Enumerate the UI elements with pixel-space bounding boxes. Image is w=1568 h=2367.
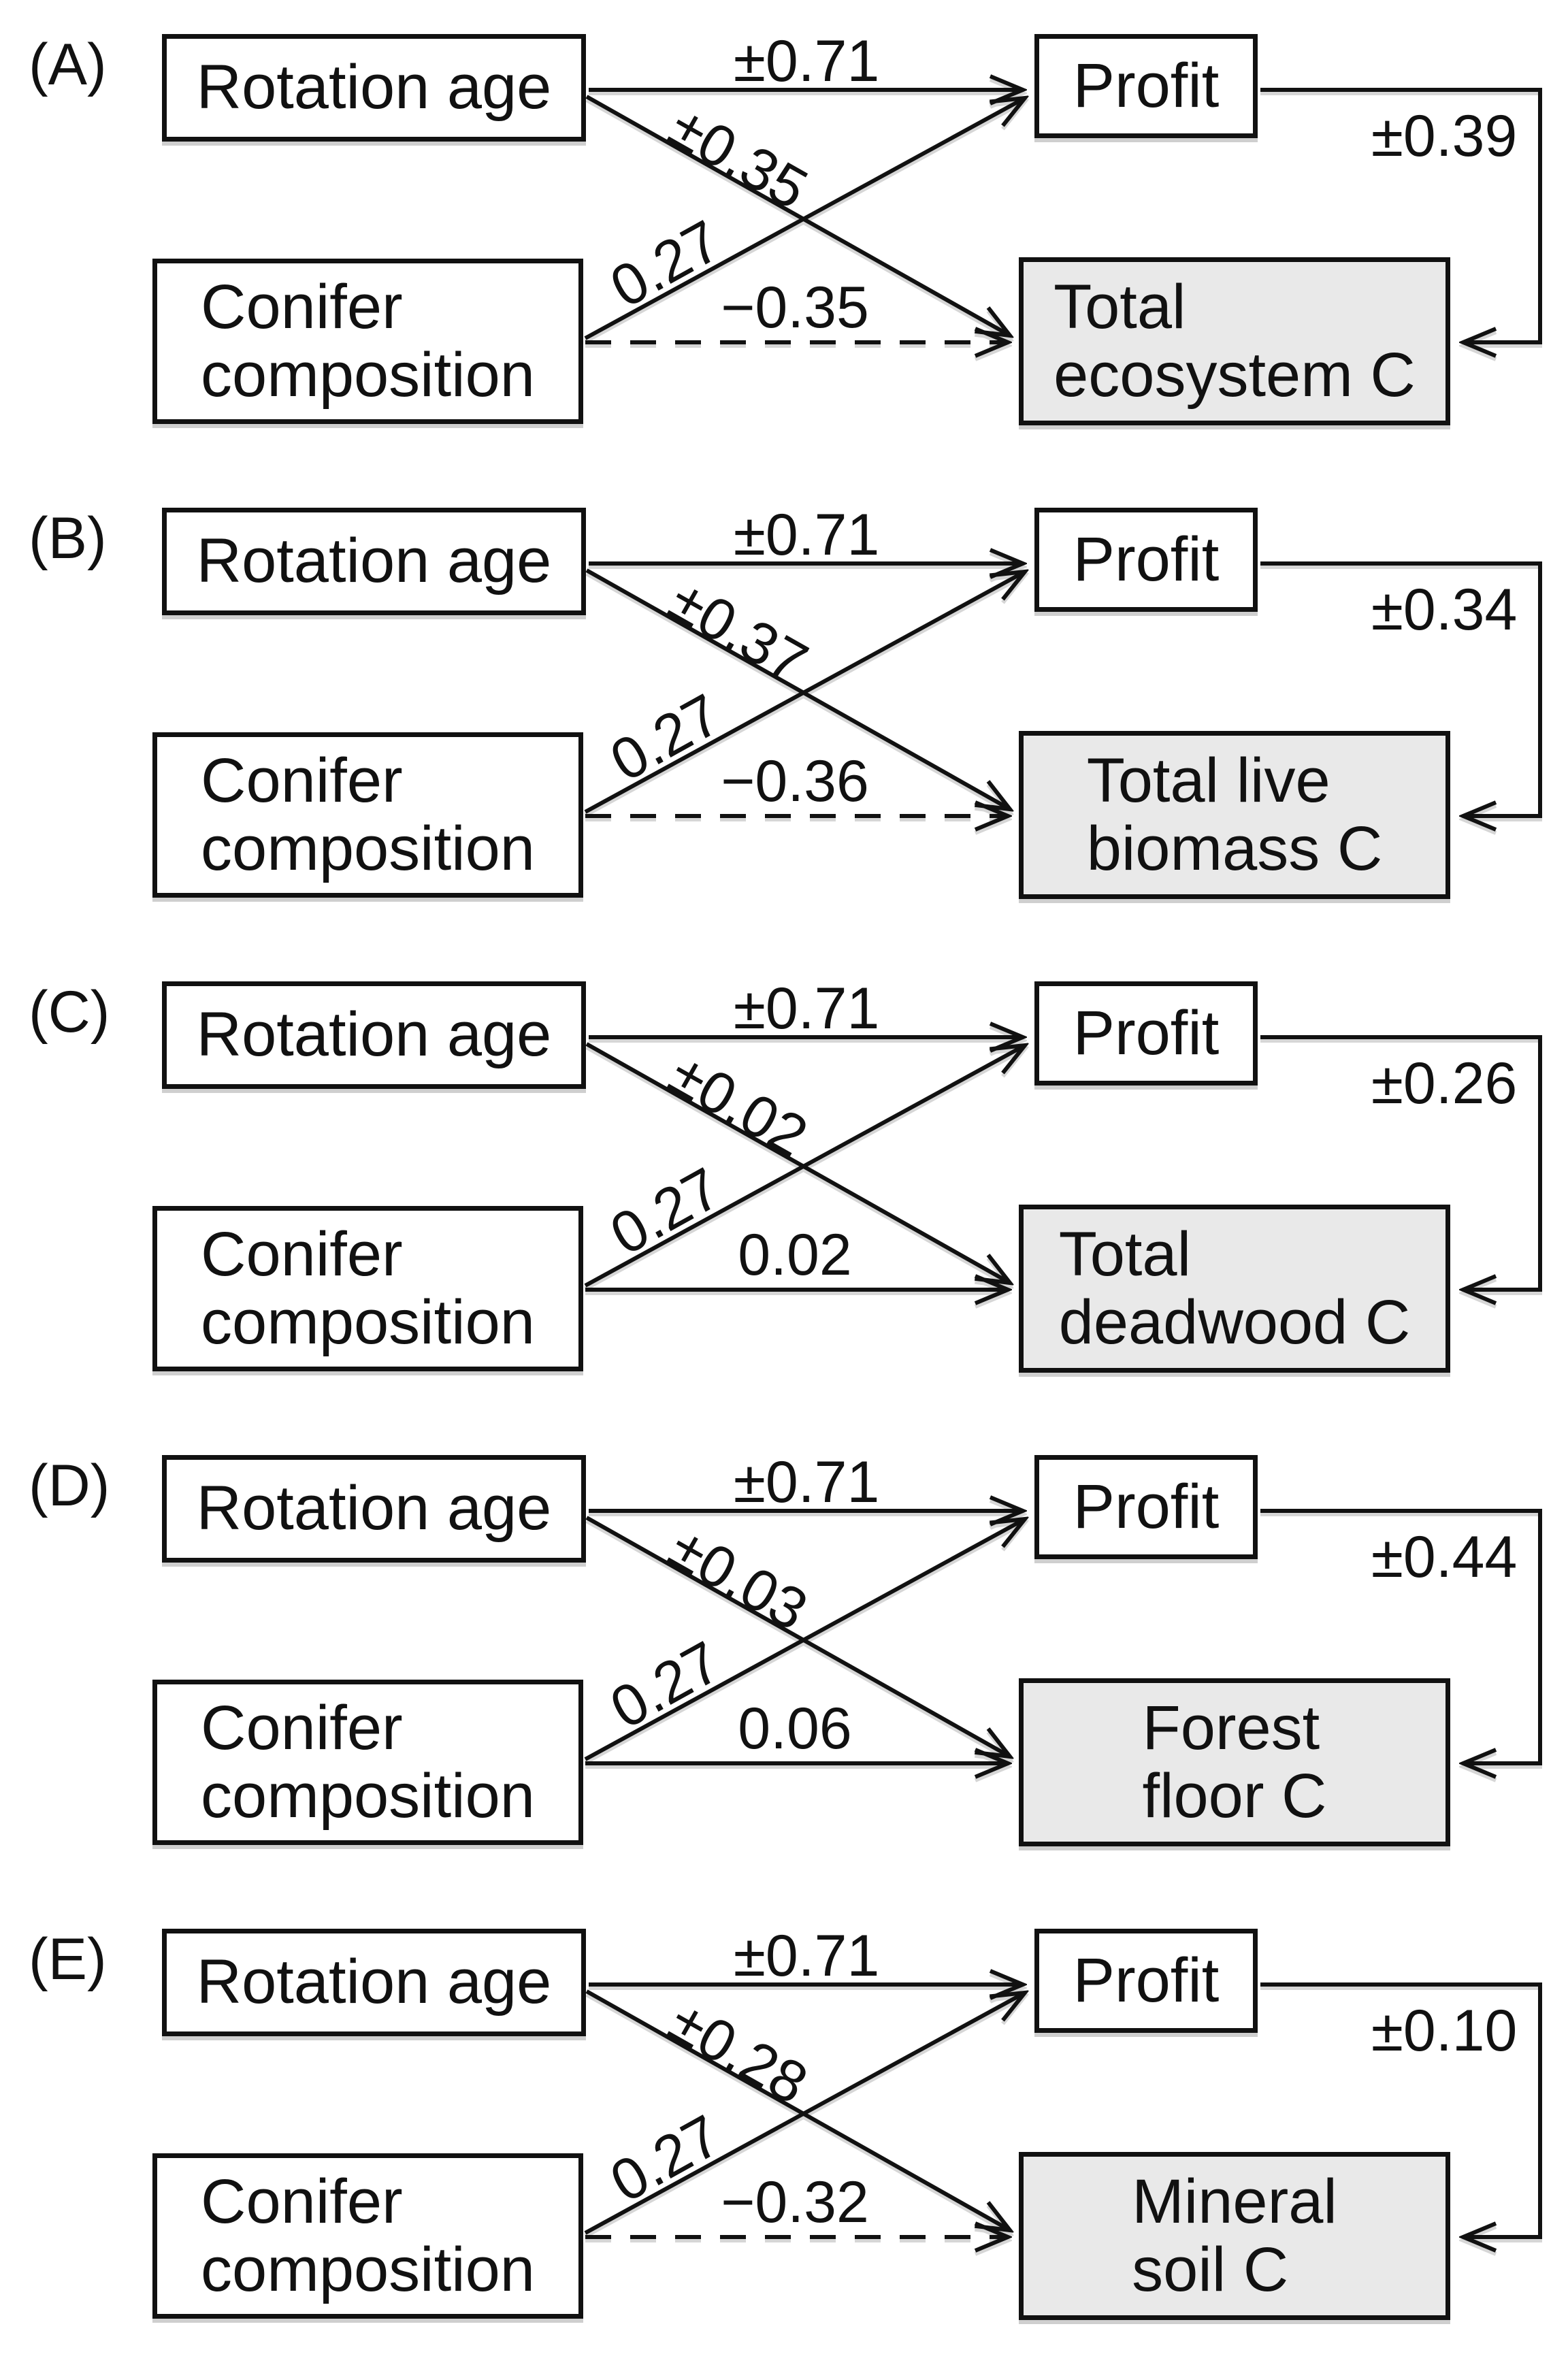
arrow-profit-to-c — [1260, 1982, 1542, 2237]
profit-box: Profit — [1034, 34, 1258, 138]
profit-box: Profit — [1034, 508, 1258, 612]
panel-c: (C) Rotation age Profit Conifer composit… — [0, 947, 1568, 1421]
carbon-pool-box: Mineral soil C — [1019, 2152, 1450, 2320]
profit-label: Profit — [1073, 1945, 1220, 2015]
rotation-age-label: Rotation age — [196, 1000, 552, 1070]
rotation-age-label: Rotation age — [196, 1947, 552, 2017]
carbon-pool-box: Total ecosystem C — [1019, 257, 1450, 425]
coef-rotation-profit: ±0.71 — [733, 29, 880, 94]
profit-label: Profit — [1073, 50, 1220, 120]
panel-a-arrows — [584, 0, 1542, 474]
conifer-composition-label: Conifer composition — [201, 1220, 535, 1357]
carbon-pool-box: Total live biomass C — [1019, 731, 1450, 899]
arrow-conifer-to-profit — [584, 98, 1025, 340]
coef-profit-c: ±0.44 — [1371, 1524, 1518, 1590]
conifer-composition-label: Conifer composition — [201, 746, 535, 883]
arrow-rotation-to-c — [585, 1042, 1010, 1283]
arrow-rotation-to-c — [585, 568, 1010, 809]
conifer-composition-box: Conifer composition — [152, 259, 583, 424]
profit-box: Profit — [1034, 1929, 1258, 2033]
rotation-age-box: Rotation age — [162, 1929, 586, 2036]
rotation-age-box: Rotation age — [162, 981, 586, 1089]
carbon-pool-label: Mineral soil C — [1132, 2167, 1337, 2304]
profit-label: Profit — [1073, 524, 1220, 594]
panel-e: (E) Rotation age Profit Conifer composit… — [0, 1895, 1568, 2367]
panel-c-arrows — [584, 947, 1542, 1421]
conifer-composition-box: Conifer composition — [152, 732, 583, 898]
rotation-age-box: Rotation age — [162, 34, 586, 142]
panel-e-arrows — [584, 1895, 1542, 2367]
conifer-composition-box: Conifer composition — [152, 1206, 583, 1371]
coef-conifer-c: −0.36 — [721, 749, 869, 814]
conifer-composition-box: Conifer composition — [152, 2153, 583, 2319]
coef-profit-c: ±0.39 — [1371, 103, 1518, 169]
coef-rotation-profit: ±0.71 — [733, 1923, 880, 1989]
carbon-pool-label: Total deadwood C — [1058, 1220, 1411, 1357]
carbon-pool-label: Total ecosystem C — [1054, 272, 1416, 410]
coef-profit-c: ±0.10 — [1371, 1998, 1518, 2063]
arrow-profit-to-c — [1260, 1035, 1542, 1290]
panel-d-arrows — [584, 1421, 1542, 1895]
arrow-rotation-to-c — [585, 1989, 1010, 2230]
coef-conifer-c: 0.06 — [738, 1696, 852, 1761]
coef-rotation-profit: ±0.71 — [733, 1450, 880, 1515]
panel-b-arrows — [584, 474, 1542, 947]
coef-conifer-c: −0.35 — [721, 275, 869, 340]
coef-profit-c: ±0.34 — [1371, 577, 1518, 642]
conifer-composition-box: Conifer composition — [152, 1680, 583, 1845]
conifer-composition-label: Conifer composition — [201, 272, 535, 410]
conifer-composition-label: Conifer composition — [201, 1693, 535, 1831]
profit-box: Profit — [1034, 981, 1258, 1085]
panel-label: (E) — [29, 1927, 107, 1992]
profit-label: Profit — [1073, 998, 1220, 1068]
panel-d: (D) Rotation age Profit Conifer composit… — [0, 1421, 1568, 1895]
panel-label: (B) — [29, 506, 107, 571]
arrow-profit-to-c — [1260, 88, 1542, 342]
arrow-rotation-to-c — [585, 1516, 1010, 1757]
arrow-profit-to-c — [1260, 1509, 1542, 1763]
coef-rotation-profit: ±0.71 — [733, 502, 880, 568]
panel-label: (D) — [29, 1453, 110, 1518]
carbon-pool-label: Forest floor C — [1142, 1693, 1327, 1831]
arrow-conifer-to-profit — [584, 1519, 1025, 1761]
rotation-age-box: Rotation age — [162, 1455, 586, 1563]
coef-profit-c: ±0.26 — [1371, 1051, 1518, 1116]
arrow-rotation-to-c — [585, 95, 1010, 336]
rotation-age-label: Rotation age — [196, 526, 552, 596]
panel-label: (C) — [29, 979, 110, 1045]
arrow-profit-to-c — [1260, 561, 1542, 816]
panel-b: (B) Rotation age Profit Conifer composit… — [0, 474, 1568, 947]
coef-rotation-profit: ±0.71 — [733, 976, 880, 1041]
panel-label: (A) — [29, 32, 107, 97]
profit-box: Profit — [1034, 1455, 1258, 1559]
profit-label: Profit — [1073, 1471, 1220, 1541]
panel-a: (A) Rotation age Profit Conifer composit… — [0, 0, 1568, 474]
rotation-age-label: Rotation age — [196, 52, 552, 123]
arrow-conifer-to-profit — [584, 1045, 1025, 1288]
coef-conifer-c: −0.32 — [721, 2170, 869, 2235]
conifer-composition-label: Conifer composition — [201, 2167, 535, 2304]
rotation-age-label: Rotation age — [196, 1473, 552, 1544]
coef-conifer-c: 0.02 — [738, 1222, 852, 1288]
arrow-conifer-to-profit — [584, 572, 1025, 814]
rotation-age-box: Rotation age — [162, 508, 586, 615]
carbon-pool-box: Forest floor C — [1019, 1678, 1450, 1846]
carbon-pool-box: Total deadwood C — [1019, 1205, 1450, 1373]
carbon-pool-label: Total live biomass C — [1086, 746, 1383, 883]
arrow-conifer-to-profit — [584, 1993, 1025, 2235]
